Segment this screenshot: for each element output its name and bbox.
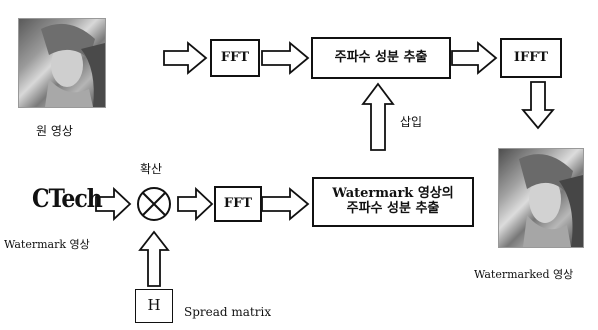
original-image	[18, 18, 106, 108]
watermarked-image-label: Watermarked 영상	[474, 268, 574, 281]
arrow-insert-up	[361, 82, 395, 151]
h-matrix-block: H	[135, 289, 173, 323]
arrow-multiply-to-fft	[177, 186, 214, 222]
arrow-fft-to-extract	[261, 41, 310, 75]
ifft-block: IFFT	[500, 38, 562, 78]
frequency-extract-block: 주파수 성분 추출	[311, 37, 451, 79]
arrow-image-to-fft	[163, 41, 208, 75]
original-image-figure	[41, 23, 105, 107]
spread-matrix-label: Spread matrix	[184, 305, 272, 319]
spread-label: 확산	[140, 162, 163, 176]
original-image-label: 원 영상	[36, 124, 73, 138]
watermark-logo: CTech	[32, 184, 103, 214]
watermarked-image-figure	[519, 154, 583, 247]
watermark-frequency-line2: 주파수 성분 추출	[346, 201, 440, 216]
fft-block-bottom: FFT	[214, 186, 262, 222]
arrow-logo-to-multiply	[95, 186, 132, 222]
arrow-h-up	[138, 230, 170, 287]
watermark-frequency-line1: Watermark 영상의	[332, 186, 454, 202]
watermark-image-label: Watermark 영상	[4, 238, 90, 251]
arrow-ifft-down	[521, 81, 555, 130]
insert-label: 삽입	[400, 115, 423, 129]
multiply-cross-b	[142, 192, 166, 216]
fft-block-top: FFT	[210, 39, 260, 77]
arrow-extract-to-ifft	[451, 41, 498, 75]
watermarked-image	[498, 148, 584, 248]
watermark-frequency-extract-block: Watermark 영상의 주파수 성분 추출	[312, 177, 474, 227]
arrow-fft-to-wm-extract	[261, 187, 310, 221]
